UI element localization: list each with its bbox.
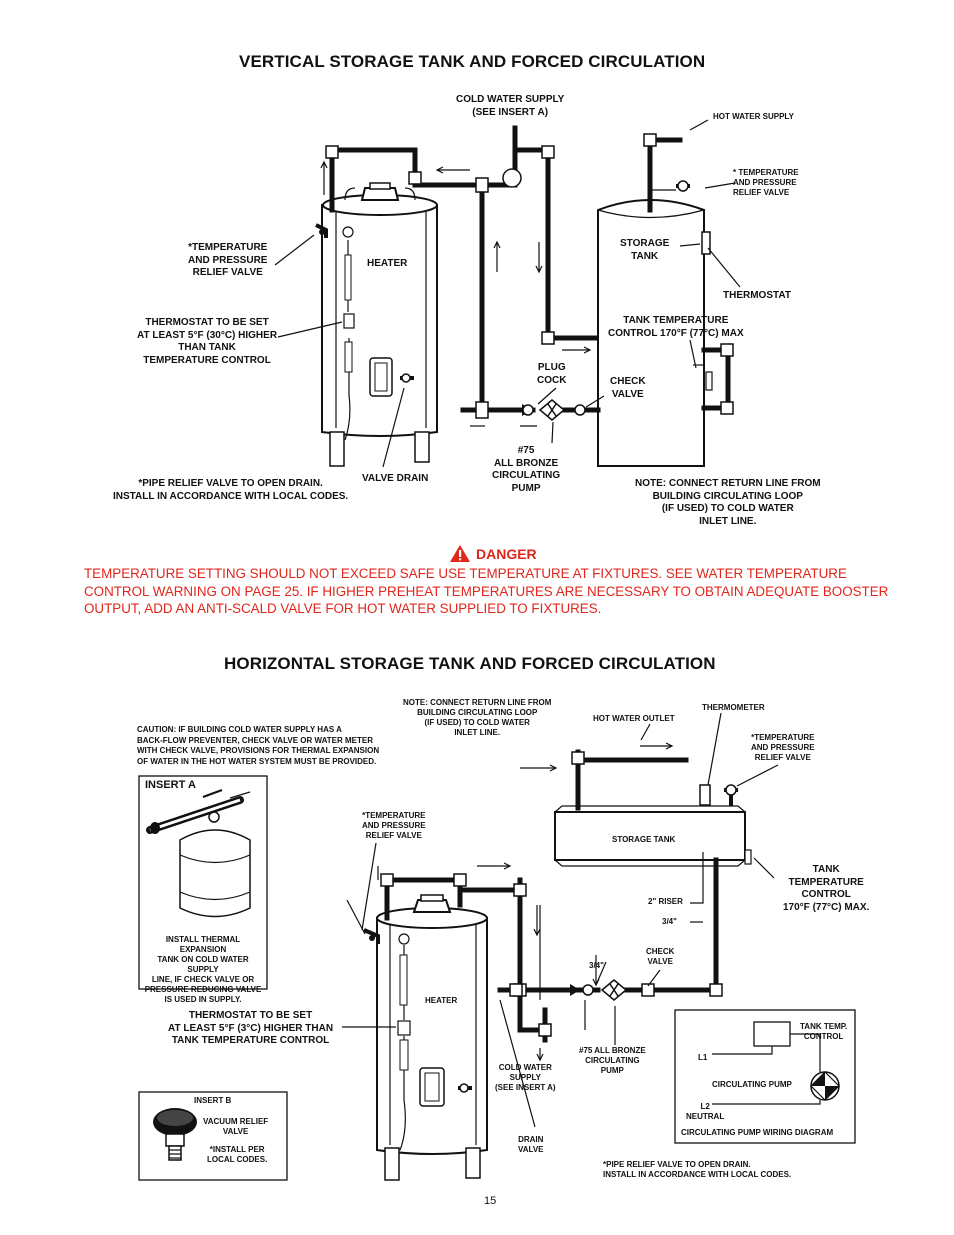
bottom-return-note: NOTE: CONNECT RETURN LINE FROM BUILDING …: [403, 698, 552, 737]
bottom-tank-temp-control-label: TANK TEMPERATURE CONTROL 170°F (77°C) MA…: [783, 864, 870, 913]
vacuum-relief-valve-label: VACUUM RELIEF VALVE: [203, 1117, 269, 1136]
top-tp-valve-left-label: *TEMPERATURE AND PRESSURE RELIEF VALVE: [188, 242, 268, 278]
bottom-pipe-relief-note: *PIPE RELIEF VALVE TO OPEN DRAIN. INSTAL…: [603, 1160, 792, 1179]
bottom-thermometer-label: THERMOMETER: [702, 703, 765, 712]
bottom-flow-arrows: [377, 742, 674, 1062]
top-tank-temp-control-label: TANK TEMPERATURE CONTROL 170°F (77°C) MA…: [608, 315, 744, 339]
three-quarter-label-a: 3/4": [662, 917, 677, 926]
heater-tank-icon: [315, 182, 438, 467]
danger-heading: DANGER: [449, 544, 537, 563]
riser-label: 2" RISER: [648, 897, 683, 906]
top-tp-valve-icon: [650, 180, 690, 192]
insert-b-box: [138, 1091, 288, 1181]
top-fittings: [325, 133, 734, 419]
horizontal-storage-tank-icon: [554, 784, 752, 867]
bottom-pump-label: #75 ALL BRONZE CIRCULATING PUMP: [579, 1046, 646, 1075]
bottom-heater-tank-icon: [363, 894, 488, 1181]
bottom-check-valve-label: CHECK VALVE: [646, 947, 675, 966]
top-heater-label: HEATER: [367, 258, 408, 269]
top-thermostat-note: THERMOSTAT TO BE SET AT LEAST 5°F (30°C)…: [137, 317, 278, 366]
bottom-tp-valve-mid-label: *TEMPERATURE AND PRESSURE RELIEF VALVE: [362, 811, 426, 840]
vacuum-relief-valve-icon: [153, 1108, 197, 1161]
top-thermostat-label: THERMOSTAT: [723, 290, 791, 301]
wiring-diagram-box: [674, 1009, 856, 1144]
wiring-tank-temp-label: TANK TEMP. CONTROL: [800, 1022, 848, 1041]
top-leader-lines: [274, 119, 741, 468]
expansion-tank-icon: [146, 789, 251, 918]
wiring-diagram-lines: [712, 1021, 840, 1105]
thermometer-icon: [699, 784, 711, 806]
top-plug-cock-label: PLUG COCK: [537, 362, 567, 386]
top-tp-valve-right-label: * TEMPERATURE AND PRESSURE RELIEF VALVE: [733, 168, 799, 197]
danger-title: DANGER: [476, 545, 537, 562]
bottom-pump-icon: [570, 979, 628, 1001]
danger-text: TEMPERATURE SETTING SHOULD NOT EXCEED SA…: [84, 566, 889, 616]
bottom-hot-water-outlet-label: HOT WATER OUTLET: [593, 714, 675, 723]
flow-arrows: [320, 160, 592, 427]
insert-a-box: [138, 775, 268, 990]
top-diagram-title: VERTICAL STORAGE TANK AND FORCED CIRCULA…: [239, 52, 706, 71]
install-per-local-codes-label: *INSTALL PER LOCAL CODES.: [207, 1145, 268, 1164]
vertical-storage-tank-icon: [597, 199, 713, 467]
bottom-tp-valve-right-label: *TEMPERATURE AND PRESSURE RELIEF VALVE: [751, 733, 815, 762]
bottom-diagram-title: HORIZONTAL STORAGE TANK AND FORCED CIRCU…: [224, 654, 716, 673]
bottom-fittings: [380, 751, 723, 1037]
three-quarter-label-b: 3/4": [589, 961, 604, 970]
bottom-storage-tank-label: STORAGE TANK: [612, 835, 676, 844]
bottom-drain-valve-label: DRAIN VALVE: [518, 1135, 544, 1154]
wiring-circ-pump-label: CIRCULATING PUMP: [712, 1080, 792, 1089]
wiring-l1-label: L1: [698, 1053, 708, 1062]
wiring-caption: CIRCULATING PUMP WIRING DIAGRAM: [681, 1128, 834, 1137]
insert-a-label: INSERT A: [145, 779, 196, 791]
bottom-heater-label: HEATER: [425, 996, 458, 1005]
insert-a-note: INSTALL THERMAL EXPANSION TANK ON COLD W…: [144, 935, 262, 1004]
top-cold-water-supply-label: COLD WATER SUPPLY (SEE INSERT A): [456, 94, 565, 118]
top-pump-label: #75 ALL BRONZE CIRCULATING PUMP: [492, 445, 561, 494]
insert-b-label: INSERT B: [194, 1096, 232, 1105]
wiring-l2-label: L2 NEUTRAL: [686, 1102, 725, 1121]
bottom-thermostat-note: THERMOSTAT TO BE SET AT LEAST 5°F (3°C) …: [168, 1010, 334, 1046]
top-storage-tank-label: STORAGE TANK: [620, 238, 670, 262]
top-pump-icon: [522, 399, 586, 421]
top-pipe-relief-note: *PIPE RELIEF VALVE TO OPEN DRAIN. INSTAL…: [113, 478, 349, 502]
warning-triangle-icon: [450, 545, 470, 562]
bottom-caution-note: CAUTION: IF BUILDING COLD WATER SUPPLY H…: [137, 725, 380, 766]
bottom-leader-lines: [342, 712, 779, 1128]
bottom-cold-water-supply-label: COLD WATER SUPPLY (SEE INSERT A): [495, 1063, 556, 1092]
top-valve-drain-label: VALVE DRAIN: [362, 473, 429, 484]
top-hot-water-supply-label: HOT WATER SUPPLY: [713, 112, 794, 121]
page-number: 15: [484, 1195, 497, 1207]
top-return-note: NOTE: CONNECT RETURN LINE FROM BUILDING …: [635, 478, 821, 527]
top-check-valve-label: CHECK VALVE: [610, 376, 646, 400]
